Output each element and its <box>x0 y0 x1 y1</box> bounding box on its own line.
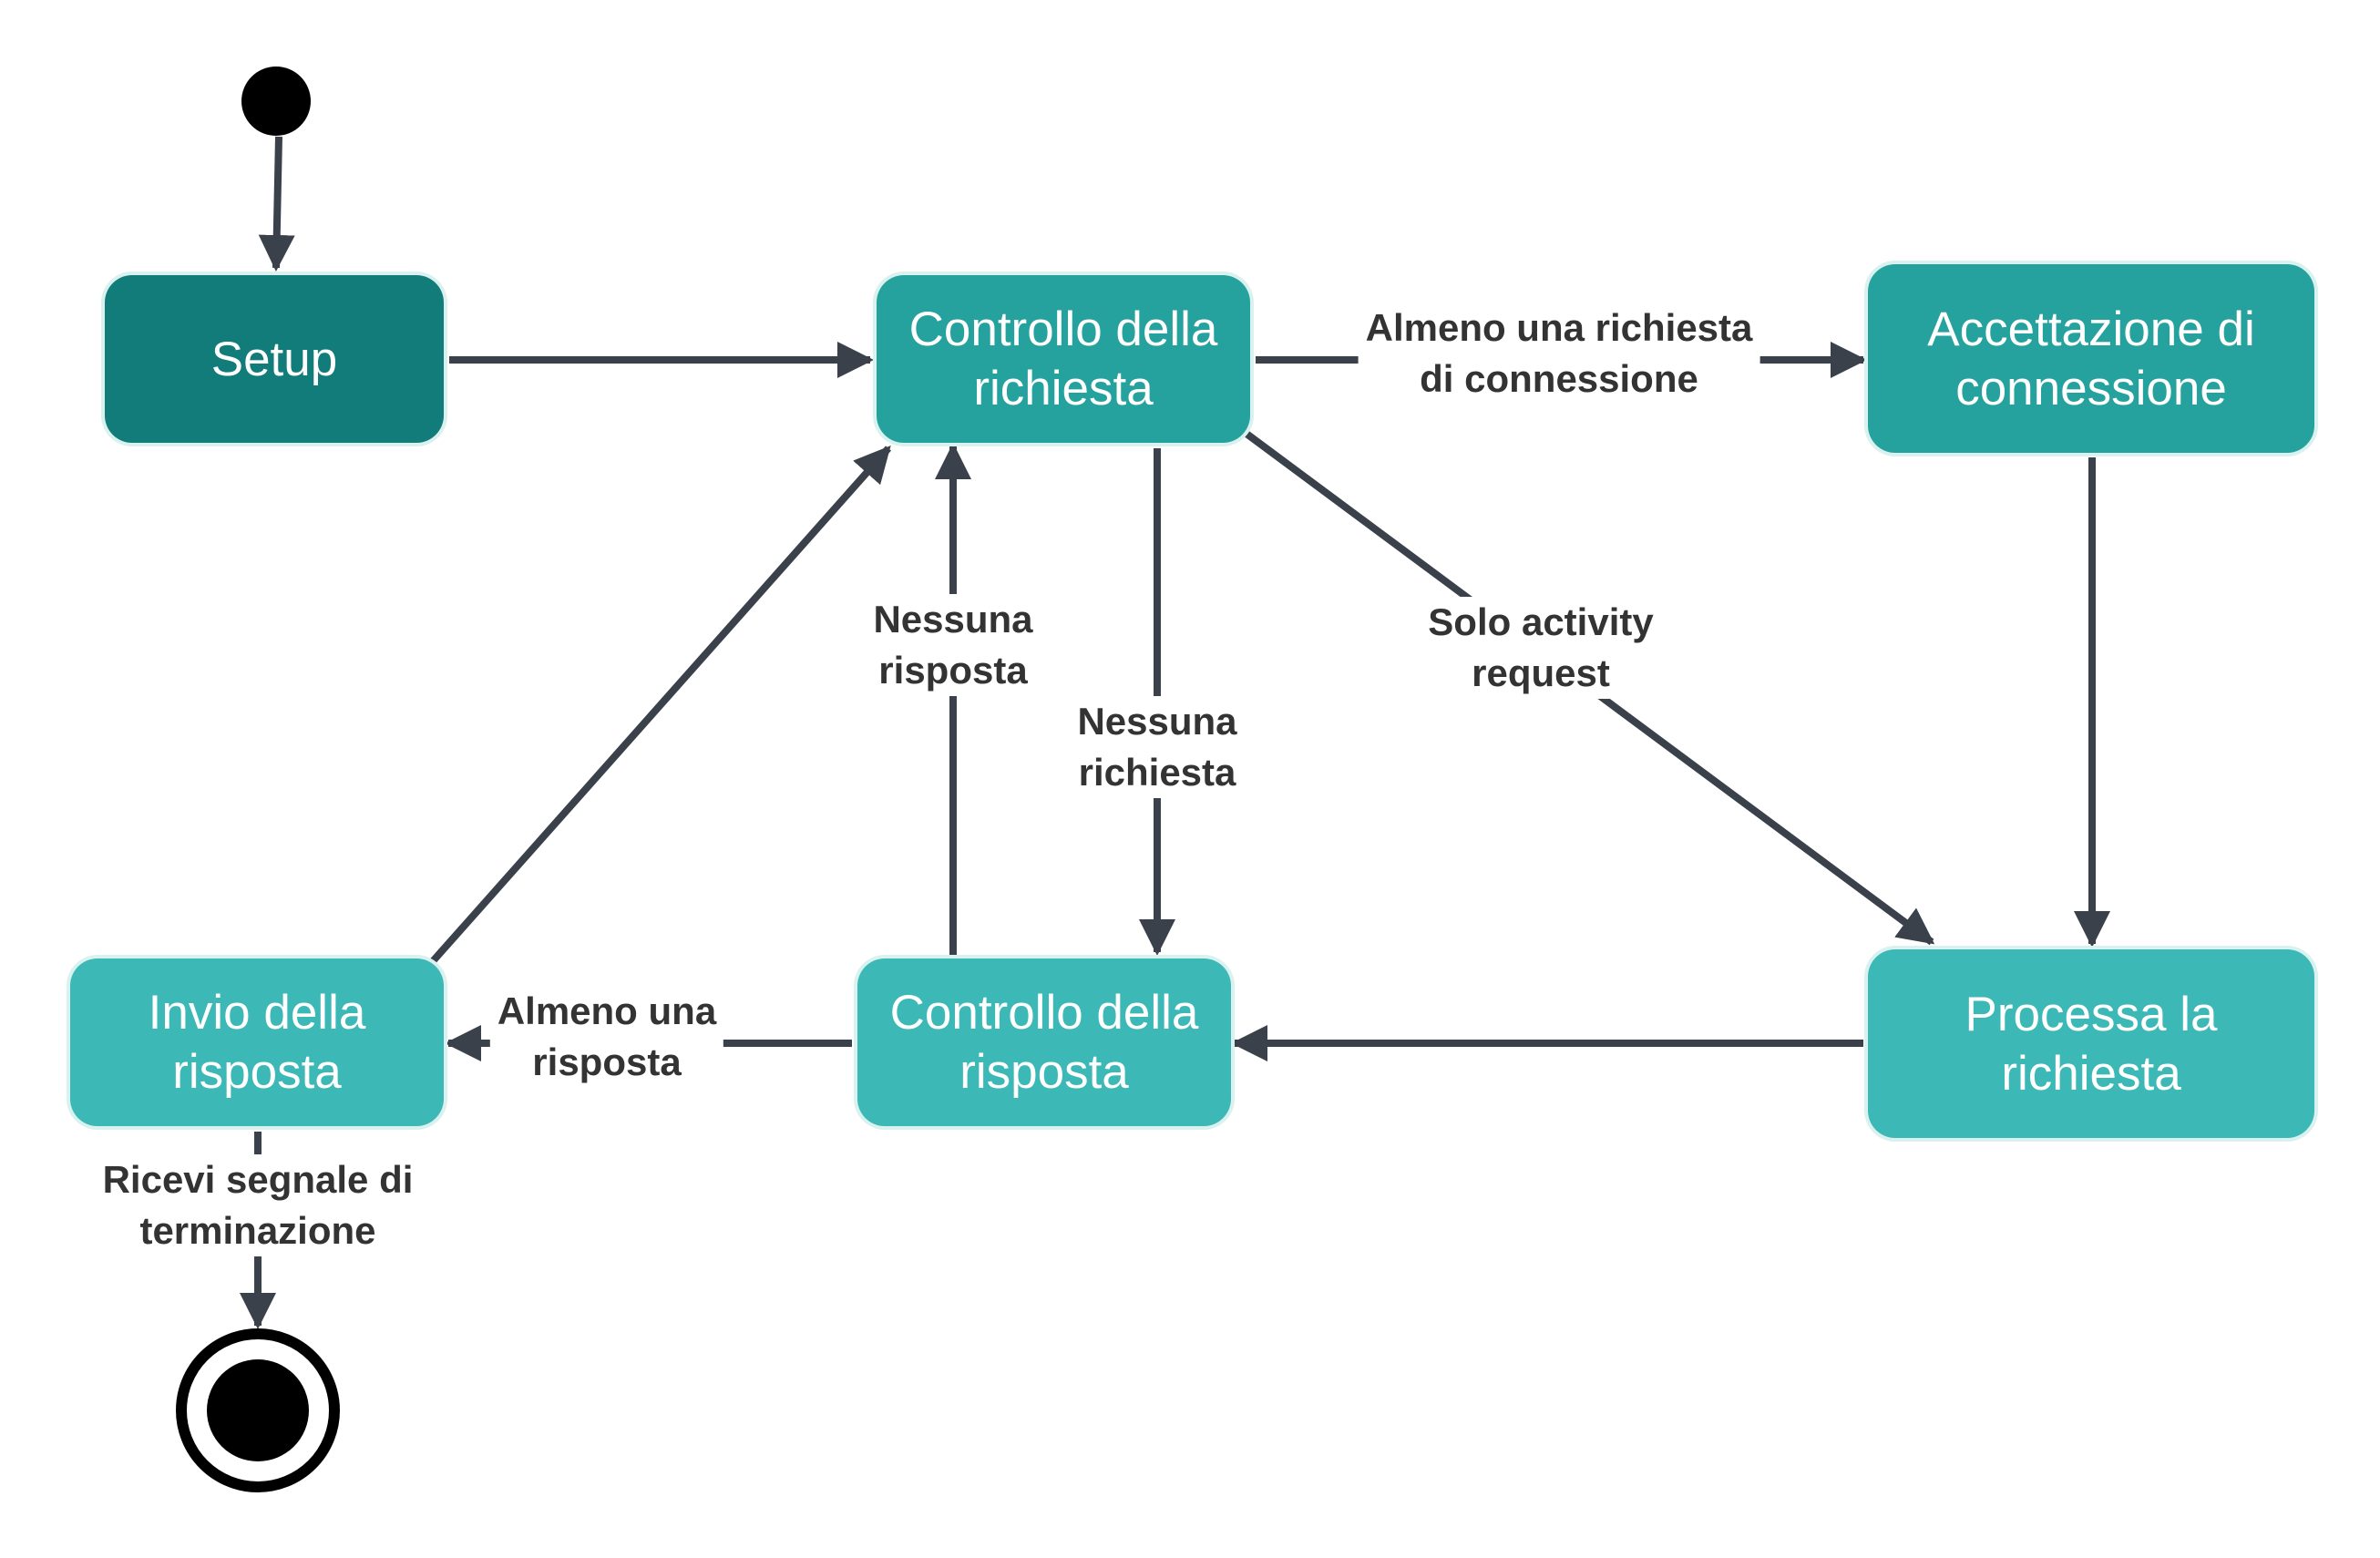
edge-label-solo-activity: Solo activity request <box>1421 597 1661 699</box>
edge-invio-to-controllo-richiesta <box>430 446 891 964</box>
state-accettazione: Accettazione di connessione <box>1868 264 2314 453</box>
state-controllo-richiesta: Controllo della richiesta <box>877 275 1250 443</box>
edge-initial-to-setup <box>258 136 295 272</box>
state-controllo-richiesta-label: Controllo della richiesta <box>908 302 1218 415</box>
edge-label-almeno-risposta: Almeno una risposta <box>489 986 724 1088</box>
state-invio-label: Invio della risposta <box>148 986 366 1099</box>
state-controllo-risposta: Controllo della risposta <box>857 958 1231 1126</box>
state-setup: Setup <box>105 275 444 443</box>
edge-label-nessuna-risposta: Nessuna risposta <box>866 594 1041 696</box>
state-controllo-risposta-label: Controllo della risposta <box>889 986 1199 1099</box>
state-processa-label: Processa la richiesta <box>1965 987 2218 1101</box>
edge-label-ricevi-segnale: Ricevi segnale di terminazione <box>95 1154 421 1256</box>
final-state-inner <box>207 1359 309 1461</box>
edge-label-almeno-richiesta: Almeno una richiesta di connessione <box>1358 302 1760 405</box>
state-setup-label: Setup <box>210 332 338 386</box>
state-processa: Processa la richiesta <box>1868 949 2314 1138</box>
initial-state <box>241 67 311 136</box>
edge-label-nessuna-richiesta: Nessuna richiesta <box>1070 696 1245 798</box>
state-invio: Invio della risposta <box>70 958 444 1126</box>
state-accettazione-label: Accettazione di connessione <box>1927 302 2255 415</box>
